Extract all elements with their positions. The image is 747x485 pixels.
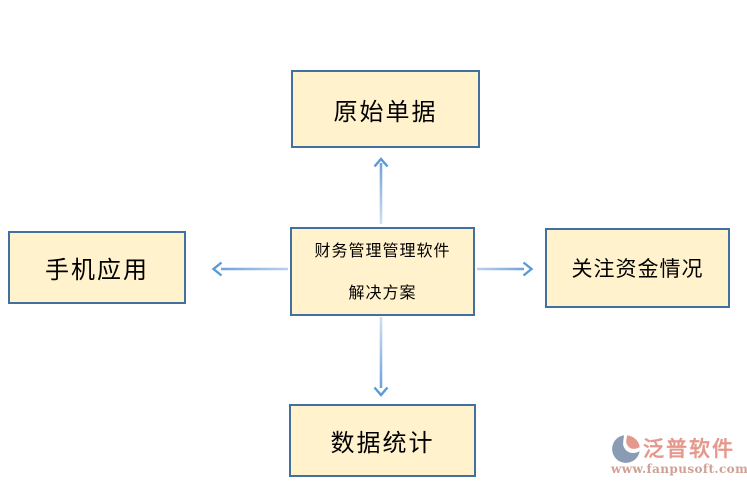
- arrow-up: [373, 157, 389, 224]
- fanpu-logo-icon: [612, 435, 640, 463]
- node-original-documents-label: 原始单据: [333, 97, 438, 126]
- node-mobile-app: 手机应用: [8, 231, 186, 304]
- arrow-down: [373, 317, 389, 397]
- fanpu-logo-name: 泛普软件: [643, 436, 735, 461]
- node-mobile-app-label: 手机应用: [45, 256, 149, 284]
- node-funds-monitoring: 关注资金情况: [545, 228, 730, 308]
- node-solution-label-line1: 财务管理管理软件: [314, 240, 451, 260]
- arrow-left: [211, 261, 288, 277]
- node-solution-label-line2: 解决方案: [348, 282, 417, 302]
- fanpu-logo: 泛普软件 www.fanpusoft.com: [611, 434, 747, 476]
- arrow-right: [477, 261, 534, 277]
- node-solution-center: 财务管理管理软件 解决方案: [290, 227, 475, 316]
- node-funds-monitoring-label: 关注资金情况: [571, 257, 704, 281]
- node-data-statistics-label: 数据统计: [330, 429, 435, 457]
- node-original-documents: 原始单据: [291, 70, 480, 148]
- node-data-statistics: 数据统计: [289, 404, 476, 477]
- fanpu-logo-url: www.fanpusoft.com: [611, 462, 747, 476]
